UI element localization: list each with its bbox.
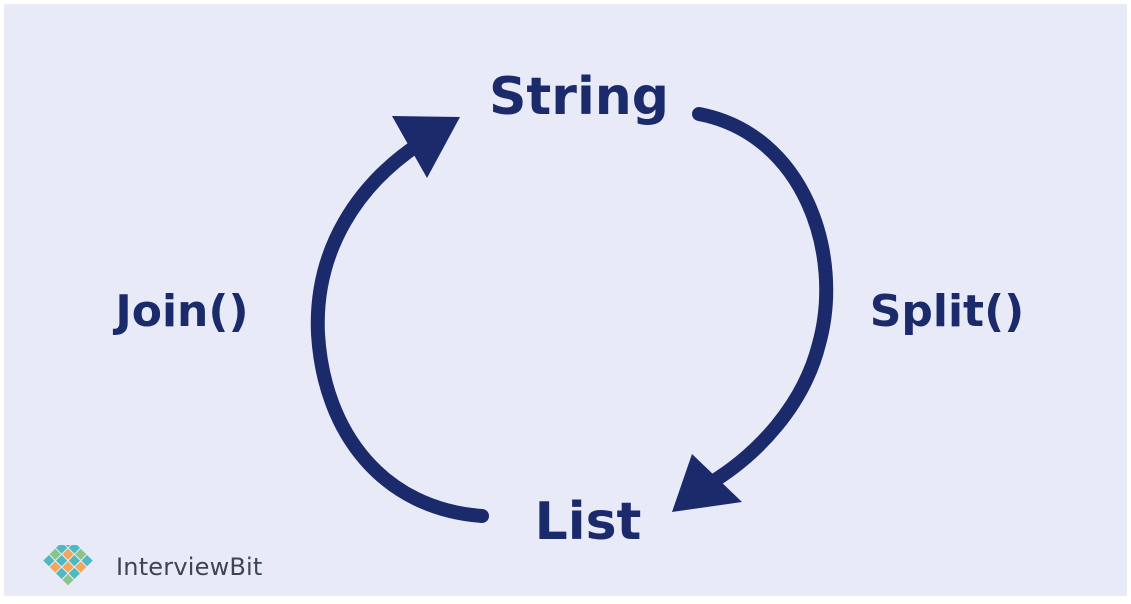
split-arrowhead-icon [672,454,742,512]
join-arrowhead-icon [392,116,460,178]
edge-split-label: Split() [870,286,1025,337]
split-arrow-curve [692,107,834,491]
brand-name: InterviewBit [116,553,263,581]
cycle-diagram: String List Split() Join() [112,67,1025,552]
interviewbit-logo: InterviewBit [28,542,263,592]
join-arrow-curve [310,137,489,523]
interviewbit-diamond-icon [43,545,93,586]
diagram-canvas: String List Split() Join() [4,4,1127,596]
node-string-label: String [489,67,669,127]
edge-join-label: Join() [112,286,248,337]
node-list-label: List [535,492,642,552]
